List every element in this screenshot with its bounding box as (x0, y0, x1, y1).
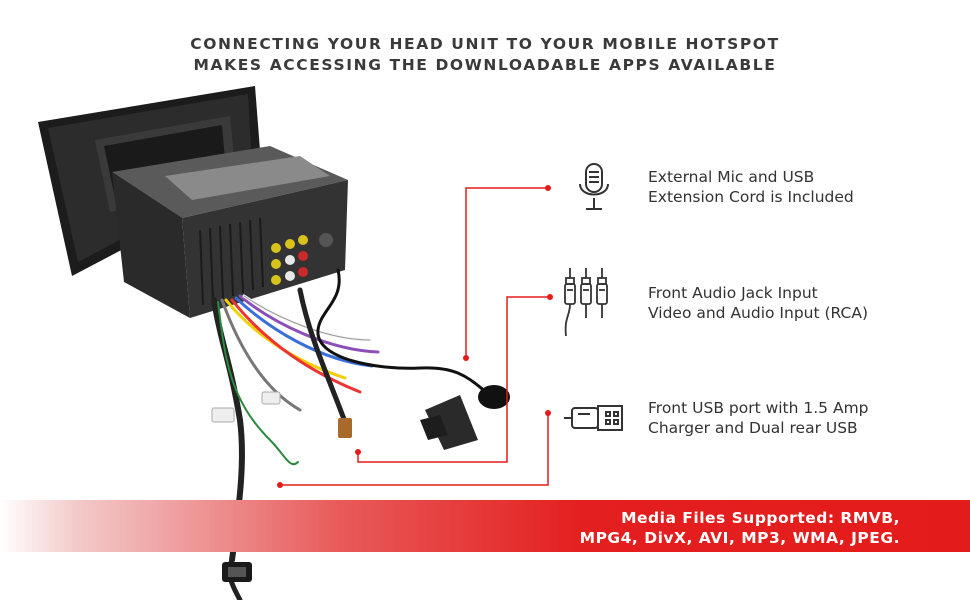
headline: CONNECTING YOUR HEAD UNIT TO YOUR MOBILE… (0, 34, 970, 76)
rca-jack-icon (564, 268, 608, 337)
usb-plug-icon (564, 405, 623, 431)
feature-usb-charger: Front USB port with 1.5 Amp Charger and … (648, 398, 869, 438)
banner-line-1: Media Files Supported: RMVB, (621, 509, 900, 527)
feature-mic-usb: External Mic and USB Extension Cord is I… (648, 167, 854, 207)
headline-line-2: MAKES ACCESSING THE DOWNLOADABLE APPS AV… (193, 56, 777, 74)
banner-line-2: MPG4, DivX, AVI, MP3, WMA, JPEG. (579, 529, 900, 547)
feature-3-line-2: Charger and Dual rear USB (648, 419, 858, 437)
media-banner (0, 500, 970, 552)
feature-1-line-2: Extension Cord is Included (648, 188, 854, 206)
microphone-icon (579, 163, 609, 210)
feature-2-line-1: Front Audio Jack Input (648, 284, 818, 302)
feature-3-line-1: Front USB port with 1.5 Amp (648, 399, 869, 417)
feature-rca-input: Front Audio Jack Input Video and Audio I… (648, 283, 868, 323)
headline-line-1: CONNECTING YOUR HEAD UNIT TO YOUR MOBILE… (190, 35, 780, 53)
media-files-text: Media Files Supported: RMVB, MPG4, DivX,… (580, 508, 900, 548)
feature-2-line-2: Video and Audio Input (RCA) (648, 304, 869, 322)
feature-1-line-1: External Mic and USB (648, 168, 815, 186)
